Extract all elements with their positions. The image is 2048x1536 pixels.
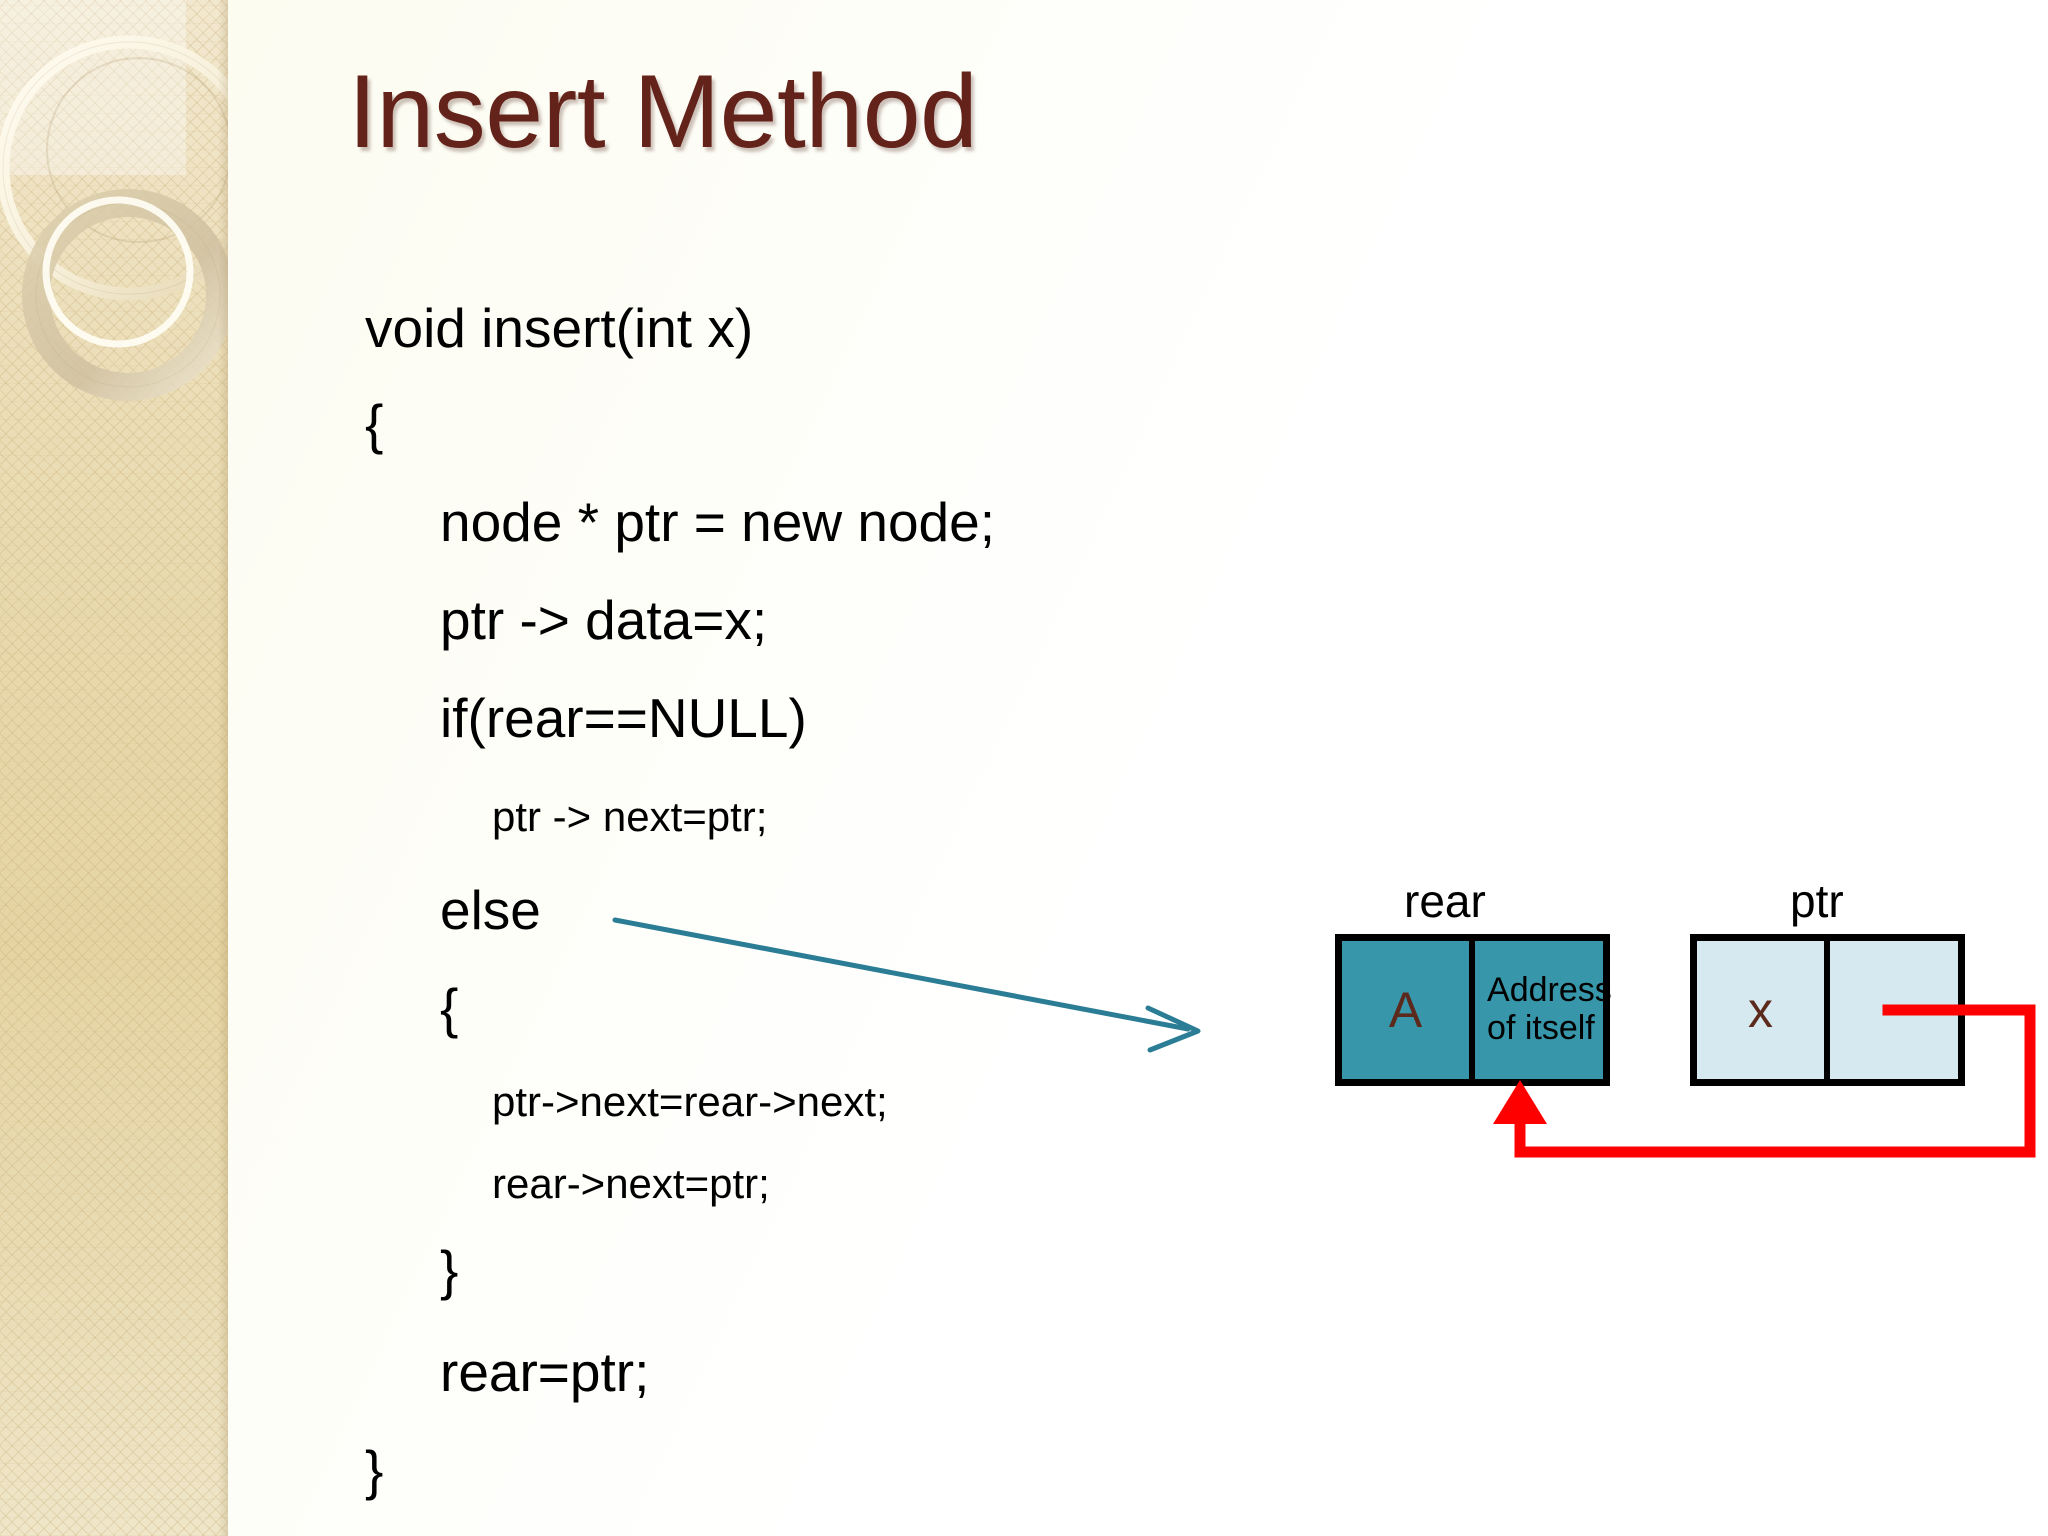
sidebar-edge-shadow (218, 0, 228, 1536)
ptr-node: x (1690, 934, 1965, 1086)
code-line: ptr -> next=ptr; (492, 793, 768, 840)
code-line: } (440, 1239, 459, 1301)
code-line: void insert(int x) (365, 297, 754, 359)
ptr-node-data-cell: x (1697, 941, 1831, 1079)
sidebar-rings-graphic (0, 35, 228, 401)
code-line: node * ptr = new node; (440, 491, 995, 553)
page-title: Insert Method (348, 54, 978, 170)
rear-node-data-value: A (1388, 982, 1423, 1038)
code-line: rear=ptr; (440, 1341, 650, 1403)
code-line: { (365, 393, 384, 455)
ptr-node-next-cell (1830, 941, 1958, 1079)
code-line: ptr -> data=x; (440, 589, 768, 651)
code-line: rear->next=ptr; (492, 1160, 770, 1207)
ptr-node-label: ptr (1790, 875, 1844, 927)
code-line: } (365, 1439, 384, 1501)
code-line: ptr->next=rear->next; (492, 1078, 888, 1125)
decorative-sidebar (0, 0, 228, 1536)
code-line: if(rear==NULL) (440, 687, 807, 749)
rear-node-data-cell: A (1342, 941, 1476, 1079)
code-line: { (440, 977, 459, 1039)
ptr-node-data-value: x (1748, 982, 1774, 1038)
code-line: else (440, 879, 541, 941)
rear-node-label: rear (1404, 875, 1486, 927)
